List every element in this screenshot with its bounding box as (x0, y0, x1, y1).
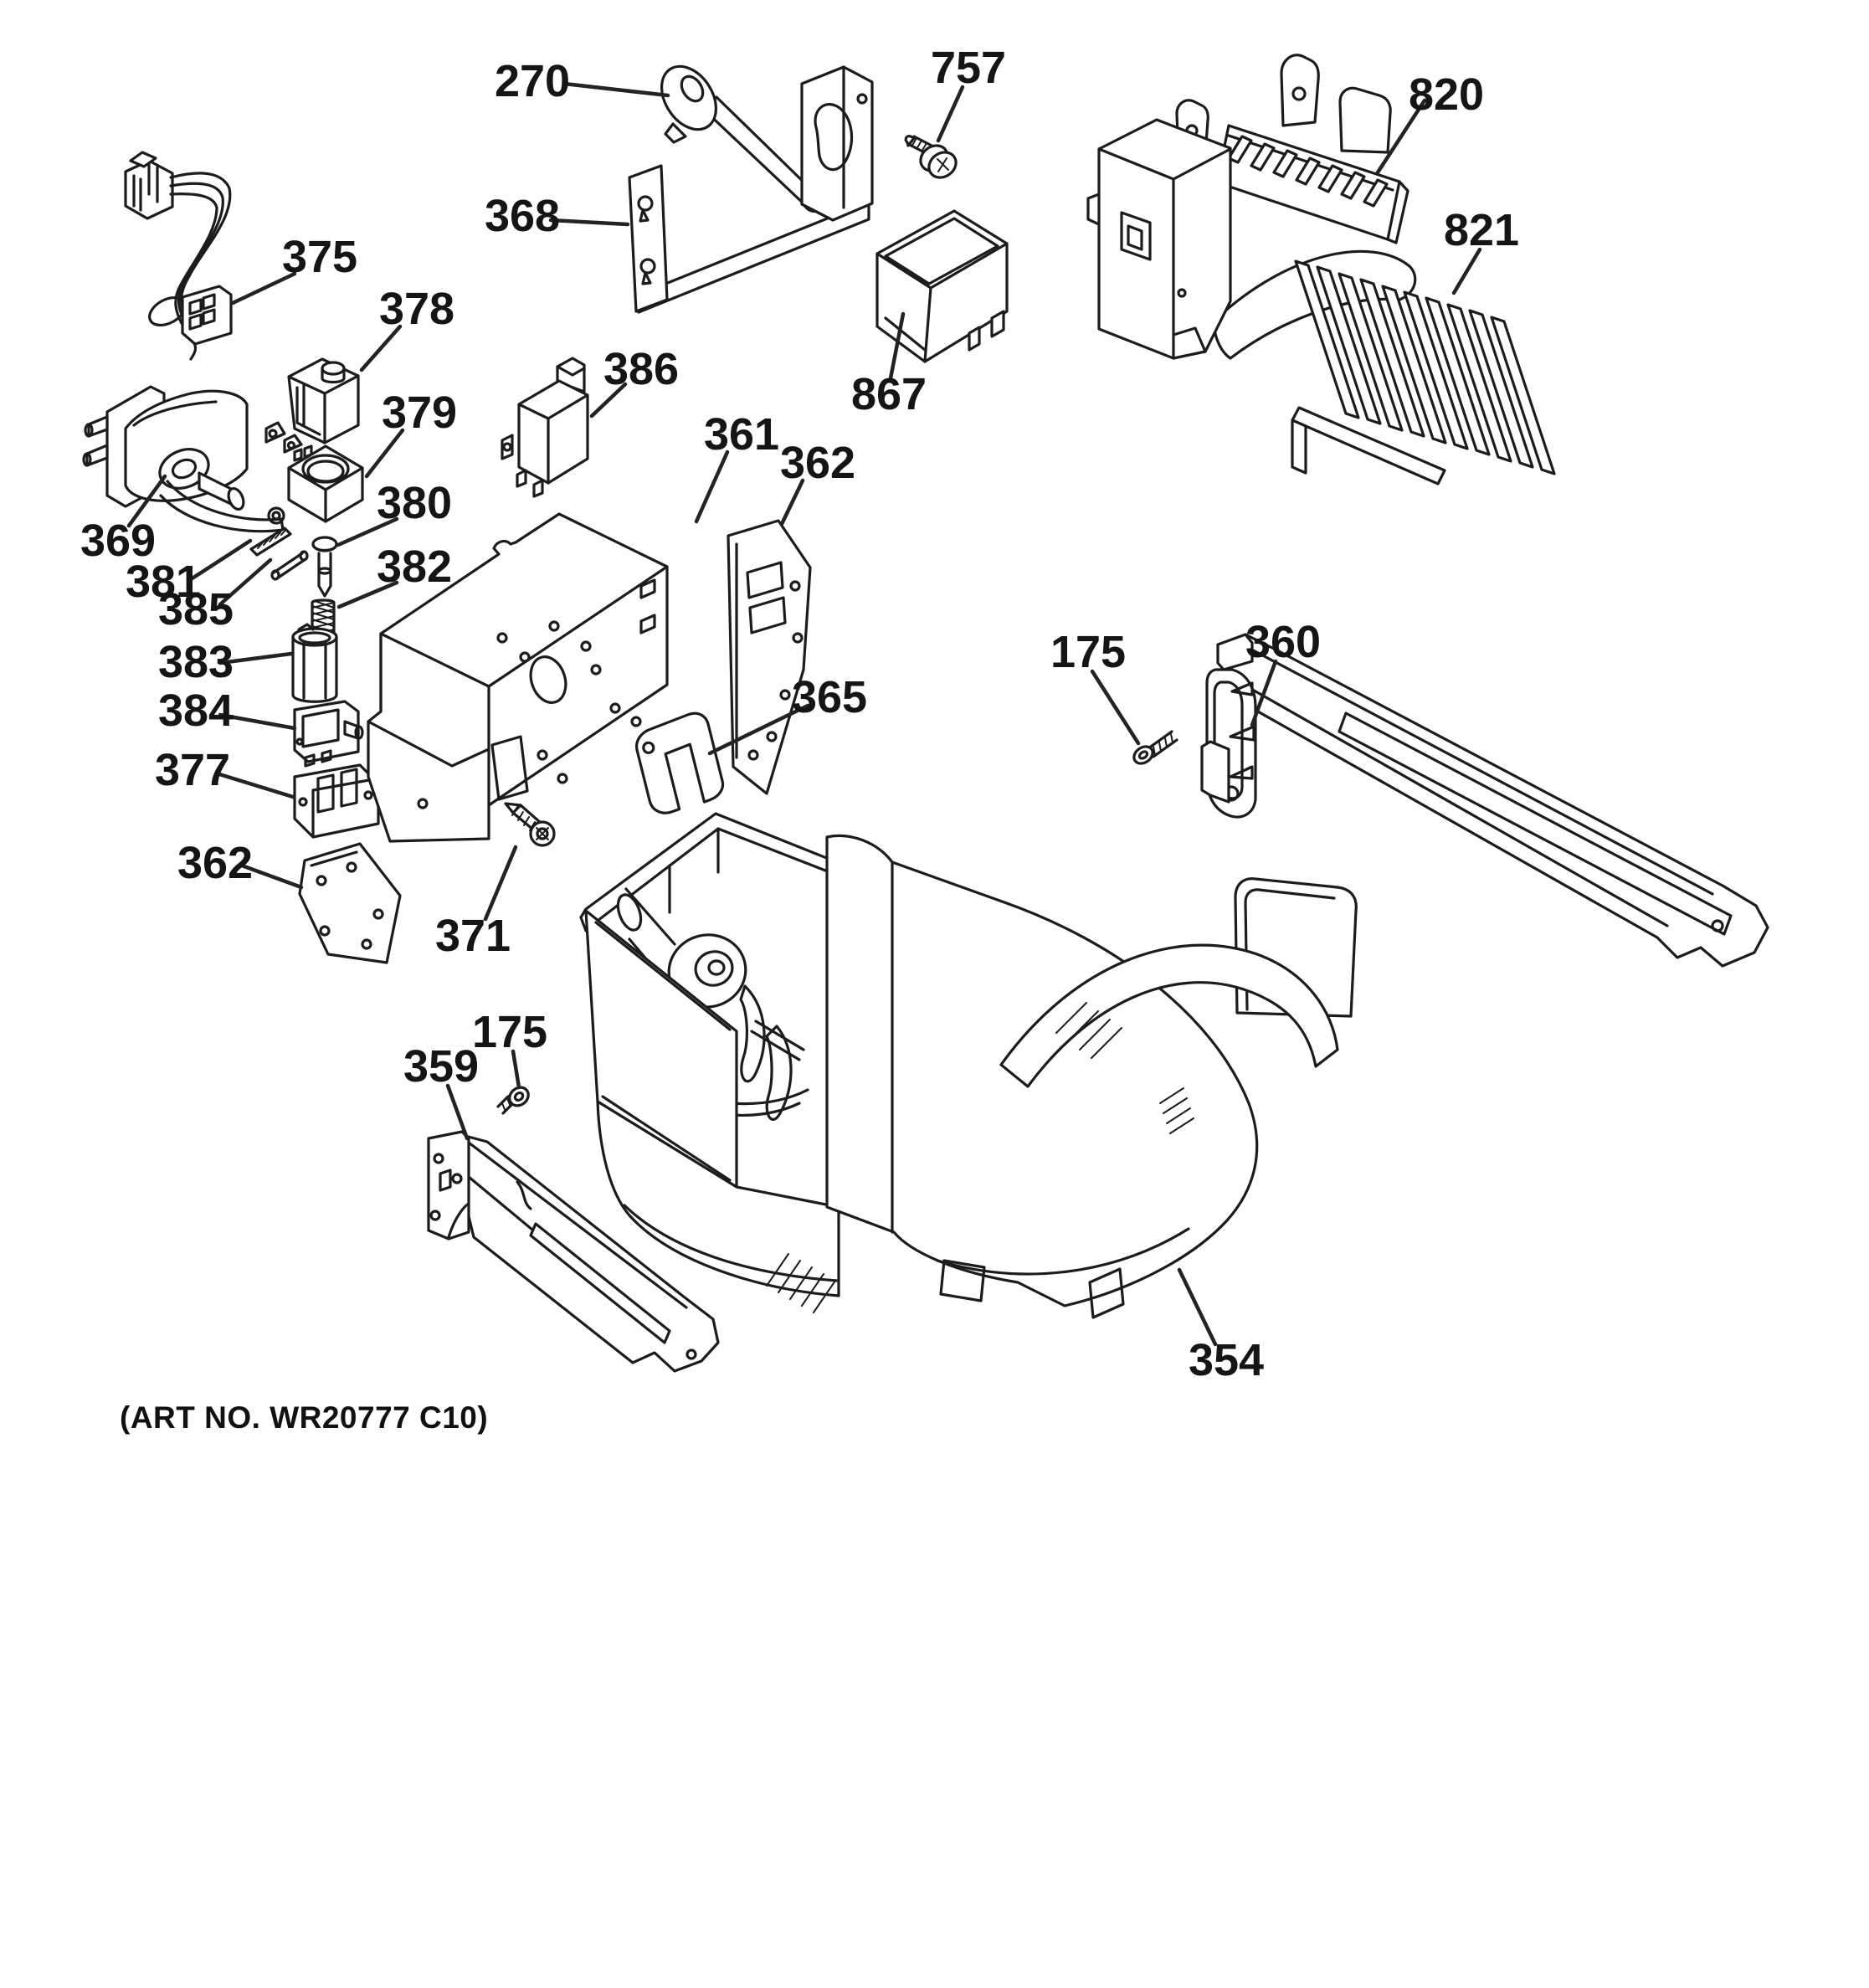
part-362-bracket-plate-right (727, 519, 812, 795)
callout-369: 369 (80, 474, 167, 566)
part-175-screw-left (496, 1086, 530, 1115)
svg-text:375: 375 (282, 232, 357, 282)
callout-371: 371 (435, 845, 518, 961)
svg-text:270: 270 (495, 56, 570, 106)
callout-379: 379 (364, 388, 457, 479)
callout-175-left: 175 (472, 1007, 547, 1090)
svg-text:371: 371 (435, 911, 511, 961)
part-820-ice-maker-assembly (1086, 54, 1417, 360)
callout-362-right: 362 (779, 438, 855, 527)
part-385-pin (270, 550, 309, 581)
svg-text:381: 381 (126, 557, 201, 607)
svg-text:382: 382 (377, 542, 452, 592)
callout-867: 867 (851, 311, 927, 419)
part-384-switch-block (293, 700, 364, 768)
svg-text:384: 384 (158, 686, 234, 736)
svg-text:175: 175 (1050, 627, 1126, 677)
callout-362-left: 362 (177, 838, 304, 890)
part-354-ice-bucket (579, 812, 1358, 1319)
art-number: (ART NO. WR20777 C10) (120, 1400, 488, 1435)
callout-368: 368 (485, 191, 630, 241)
part-371-screw (504, 802, 556, 847)
callout-382: 382 (336, 542, 452, 609)
svg-text:383: 383 (158, 637, 234, 687)
part-379-bearing-block (287, 444, 364, 523)
callout-757: 757 (931, 43, 1006, 143)
svg-text:362: 362 (177, 838, 253, 888)
callout-821: 821 (1444, 205, 1519, 295)
svg-text:354: 354 (1189, 1335, 1264, 1385)
callout-384: 384 (158, 686, 297, 736)
part-381-pin (249, 527, 292, 557)
part-175-screw-right (1132, 730, 1178, 765)
svg-text:385: 385 (158, 584, 234, 634)
part-380-plunger (311, 536, 338, 598)
svg-text:757: 757 (931, 43, 1006, 93)
svg-text:369: 369 (80, 516, 156, 566)
svg-text:378: 378 (379, 284, 454, 334)
callout-361: 361 (694, 409, 779, 524)
callout-359: 359 (403, 1041, 479, 1141)
callout-377: 377 (155, 745, 295, 799)
svg-text:386: 386 (603, 344, 679, 394)
svg-text:175: 175 (472, 1007, 547, 1057)
svg-text:365: 365 (792, 672, 867, 722)
part-270-pivot-shaft (660, 64, 822, 213)
callout-270: 270 (495, 56, 670, 106)
callout-820: 820 (1375, 69, 1484, 175)
callout-380: 380 (336, 478, 452, 547)
part-365-clip (635, 711, 725, 814)
callout-386: 386 (589, 344, 679, 419)
svg-text:361: 361 (704, 409, 779, 460)
part-368-mounting-bracket (628, 65, 874, 314)
part-369-drive-motor (82, 385, 285, 533)
callout-381: 381 (126, 538, 253, 607)
part-360-slide-rail-right (1200, 633, 1769, 968)
part-821-ice-tray-rack (1291, 259, 1556, 485)
svg-text:377: 377 (155, 745, 230, 795)
svg-text:368: 368 (485, 191, 560, 241)
callout-175-right: 175 (1050, 627, 1141, 746)
callout-383: 383 (158, 637, 294, 687)
callout-375: 375 (230, 232, 357, 306)
part-378-solenoid (264, 357, 360, 462)
svg-text:867: 867 (851, 369, 927, 419)
callout-378: 378 (359, 284, 454, 372)
part-377-u-bracket (293, 763, 380, 839)
callout-360: 360 (1245, 617, 1321, 727)
part-375-wire-harness (124, 151, 233, 361)
part-361-dispenser-housing (367, 512, 669, 843)
part-359-slide-rail-left (427, 1130, 720, 1373)
svg-text:821: 821 (1444, 205, 1519, 255)
callout-354: 354 (1177, 1267, 1264, 1385)
svg-text:360: 360 (1245, 617, 1321, 667)
callout-365: 365 (707, 672, 867, 756)
part-383-piston-cup (291, 623, 338, 703)
svg-text:362: 362 (780, 438, 855, 488)
part-362-bracket-plate-left (298, 842, 402, 964)
part-386-auger-motor (501, 357, 589, 498)
part-867-chute-tray (875, 209, 1009, 363)
svg-text:359: 359 (403, 1041, 479, 1092)
svg-text:380: 380 (377, 478, 452, 528)
svg-text:379: 379 (382, 388, 457, 438)
part-757-screw (904, 135, 958, 179)
callout-385: 385 (158, 557, 273, 634)
svg-text:820: 820 (1409, 69, 1484, 120)
